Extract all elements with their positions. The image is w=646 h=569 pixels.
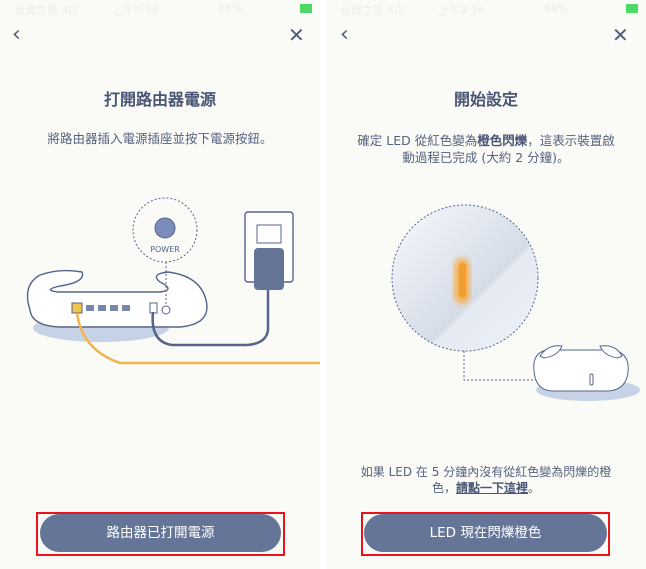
page-title: 打開路由器電源 — [103, 90, 216, 109]
instruction-text: 將路由器插入電源插座並按下電源按鈕。 — [47, 131, 273, 146]
status-bar: 台灣之星 4G 上午9:36 86% — [0, 0, 320, 18]
battery-icon — [300, 4, 312, 13]
close-button[interactable]: ✕ — [288, 23, 305, 47]
desc-emphasis: 橙色閃爍 — [477, 133, 528, 148]
clock: 上午9:36 — [112, 4, 159, 17]
help-text-body: 如果 LED 在 5 分鐘內沒有從紅色變為閃爍的橙色， — [360, 465, 612, 495]
help-link[interactable]: 請點一下這裡 — [455, 481, 528, 495]
desc-text: 確定 LED 從紅色變為 — [357, 133, 478, 148]
highlight-box — [361, 512, 610, 556]
power-label: POWER — [150, 245, 180, 254]
led-blinking-orange-button[interactable]: LED 現在閃爍橙色 — [364, 514, 607, 552]
page-title: 開始設定 — [453, 90, 518, 109]
status-bar: 台灣之星 4G 上午9:36 86% — [326, 0, 646, 18]
instruction-text: 確定 LED 從紅色變為橙色閃爍，這表示裝置啟動過程已完成 (大約 2 分鐘)。 — [356, 132, 616, 166]
battery-percent: 86% — [544, 2, 569, 15]
back-button[interactable]: ‹ — [340, 22, 349, 47]
power-on-screen: 台灣之星 4G 上午9:36 86% ‹ ✕ 打開路由器電源 將路由器插入電源插… — [0, 0, 320, 569]
led-illustration — [391, 204, 640, 401]
help-text: 如果 LED 在 5 分鐘內沒有從紅色變為閃爍的橙色，請點一下這裡。 — [356, 464, 616, 496]
close-button[interactable]: ✕ — [612, 23, 629, 47]
highlight-box — [36, 512, 285, 556]
start-setup-screen: 台灣之星 4G 上午9:36 86% ‹ ✕ 開始設定 確定 LED 從紅色變為… — [326, 0, 646, 569]
back-button[interactable]: ‹ — [12, 22, 21, 47]
router-powered-on-button[interactable]: 路由器已打開電源 — [40, 514, 281, 552]
battery-percent: 86% — [218, 2, 243, 15]
router-power-illustration: POWER — [26, 197, 320, 365]
battery-icon — [626, 4, 638, 13]
carrier: 台灣之星 4G — [14, 4, 78, 17]
carrier: 台灣之星 4G — [340, 4, 404, 17]
help-text-end: 。 — [528, 481, 541, 495]
desc-text: ，這表示裝置啟動過程已完成 (大約 2 分鐘)。 — [402, 133, 615, 165]
clock: 上午9:36 — [438, 4, 485, 17]
